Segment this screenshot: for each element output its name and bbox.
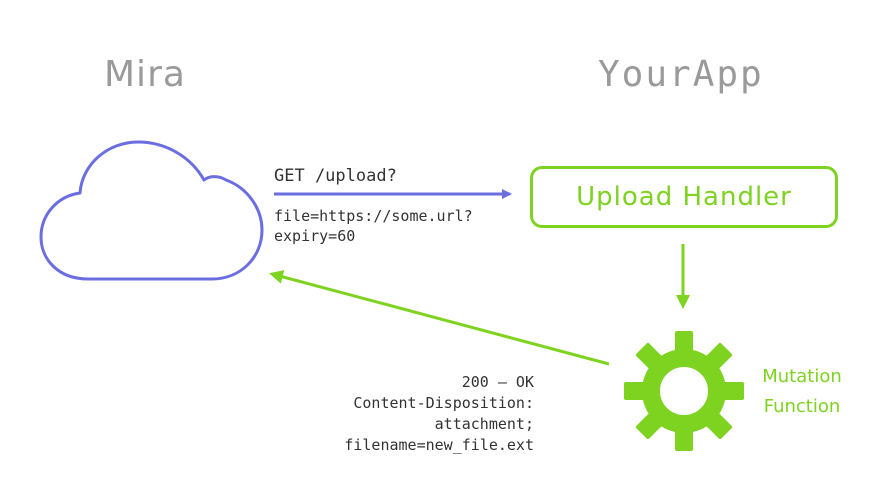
mutation-label-line-2: Function <box>763 396 841 417</box>
response-block: 200 – OK Content-Disposition: attachment… <box>344 372 534 456</box>
yourapp-title: YourApp <box>598 54 764 95</box>
upload-handler-label: Upload Handler <box>576 182 792 212</box>
mira-title: Mira <box>104 54 186 95</box>
request-line: GET /upload? <box>274 166 397 186</box>
mutation-function-label: Mutation Function <box>740 362 864 422</box>
mutation-label-line-1: Mutation <box>762 366 842 387</box>
response-status: 200 – OK <box>461 373 534 391</box>
upload-handler-box: Upload Handler <box>530 166 838 228</box>
request-param-expiry: expiry=60 <box>274 227 356 245</box>
response-header-value: attachment; <box>434 415 534 433</box>
response-filename: filename=new_file.ext <box>344 436 534 454</box>
cloud-icon <box>39 140 264 281</box>
response-arrow <box>269 270 610 366</box>
gear-icon <box>624 331 744 451</box>
request-params: file=https://some.url? expiry=60 <box>274 206 473 246</box>
response-header-name: Content-Disposition: <box>353 394 534 412</box>
request-param-file: file=https://some.url? <box>274 207 473 225</box>
